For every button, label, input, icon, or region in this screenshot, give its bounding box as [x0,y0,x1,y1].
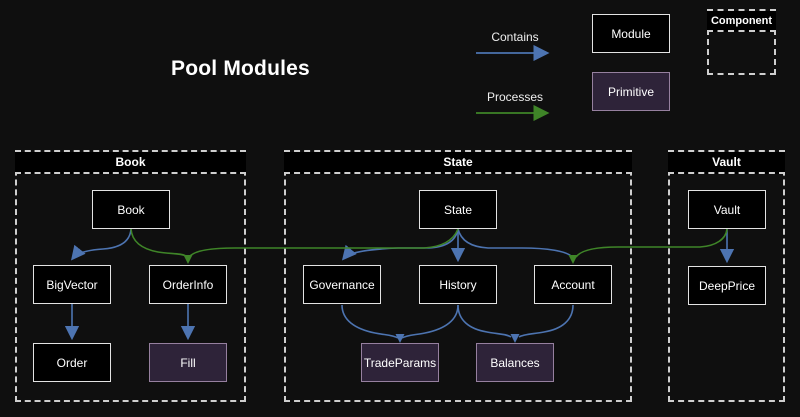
node-history-label: History [439,277,477,292]
legend-processes-label: Processes [486,90,544,104]
legend-component-box: Component [707,9,776,75]
node-order: Order [33,343,111,382]
node-book-label: Book [117,202,145,217]
node-account-label: Account [551,277,595,292]
node-balances-label: Balances [490,355,540,370]
legend-primitive-box: Primitive [592,72,670,111]
container-book: Book [15,150,246,402]
node-governance-label: Governance [309,277,375,292]
page-title: Pool Modules [171,57,310,80]
node-fill: Fill [149,343,227,382]
node-tradeparams-label: TradeParams [363,355,437,370]
node-bigvector-label: BigVector [46,277,98,292]
node-orderinfo: OrderInfo [149,265,227,304]
container-book-title: Book [15,152,246,174]
node-governance: Governance [303,265,381,304]
node-deepprice: DeepPrice [688,266,766,305]
legend-contains-label: Contains [491,30,539,44]
node-state: State [419,190,497,229]
node-vault-label: Vault [713,202,741,217]
container-vault-title: Vault [668,152,785,174]
node-state-label: State [443,202,473,217]
node-vault: Vault [688,190,766,229]
node-bigvector: BigVector [33,265,111,304]
container-state: State [284,150,632,402]
legend-primitive-label: Primitive [607,84,654,99]
node-order-label: Order [56,355,88,370]
node-history: History [419,265,497,304]
node-deepprice-label: DeepPrice [698,278,756,293]
container-vault: Vault [668,150,785,402]
legend-module-box: Module [592,14,670,53]
node-orderinfo-label: OrderInfo [162,277,214,292]
node-balances: Balances [476,343,554,382]
container-state-title: State [284,152,632,174]
legend-component-label: Component [707,11,776,32]
node-tradeparams: TradeParams [361,343,439,382]
node-account: Account [534,265,612,304]
legend-module-label: Module [611,26,651,41]
node-fill-label: Fill [180,355,196,370]
node-book: Book [92,190,170,229]
